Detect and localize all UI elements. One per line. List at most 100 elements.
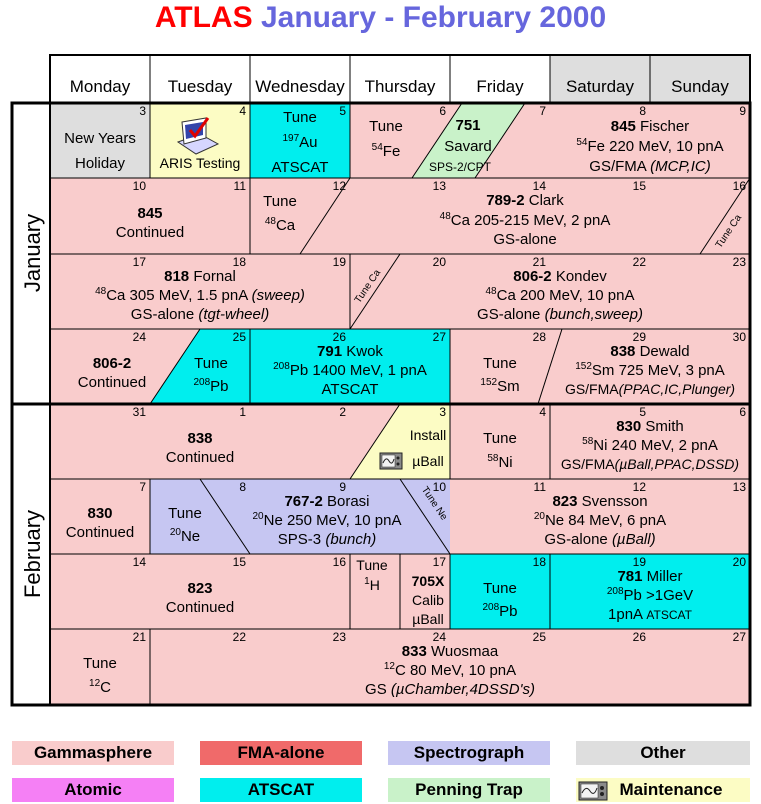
date-number: 3 [139, 104, 146, 118]
date-number: 26 [333, 330, 347, 344]
event-block-tune-au [250, 103, 350, 178]
event-838-beam: 152Sm 725 MeV, 3 pnA [575, 361, 725, 379]
event-block-830 [550, 404, 750, 479]
event-aris-label: ARIS Testing [160, 155, 241, 171]
event-705x-line3: µBall [412, 611, 443, 627]
event-block-tune-ne-20 [150, 479, 250, 554]
date-number: 9 [339, 480, 346, 494]
event-block-806 [350, 254, 750, 329]
date-number: 26 [633, 630, 647, 644]
event-install-line2: µBall [412, 453, 443, 469]
event-block-791 [250, 329, 450, 404]
event-705x-number: 705X [412, 573, 445, 589]
page-title: ATLAS January - February 2000 [0, 0, 761, 36]
event-838-cont-label: Continued [166, 449, 234, 466]
event-791-beam: 208Pb 1400 MeV, 1 pnA [273, 361, 427, 379]
event-806-setup: GS-alone (bunch,sweep) [477, 306, 643, 323]
event-block-818 [50, 254, 350, 329]
event-tune-ca48-line1: Tune [263, 193, 297, 210]
date-number: 9 [739, 104, 746, 118]
event-tune-h-line1: Tune [356, 557, 388, 573]
event-833-title: 833 Wuosmaa [402, 643, 499, 660]
event-holiday-line2: Holiday [75, 155, 126, 172]
event-tune-au-line1: Tune [283, 109, 317, 126]
event-tune-fe-line1: Tune [369, 118, 403, 135]
date-number: 13 [733, 480, 747, 494]
date-number: 25 [233, 330, 247, 344]
legend-maintenance: Maintenance [576, 778, 750, 802]
event-block-tune-pb [150, 329, 250, 404]
event-tune-c-line1: Tune [83, 655, 117, 672]
event-block-install [350, 404, 450, 479]
event-block-767 [200, 479, 450, 554]
header-cell-friday [449, 54, 551, 104]
event-block-tune-c [50, 629, 150, 705]
event-818-title: 818 Fornal [164, 268, 236, 285]
event-block-tune-ni [450, 404, 550, 479]
event-818-beam: 48Ca 305 MeV, 1.5 pnA (sweep) [95, 286, 305, 304]
event-789-title: 789-2 Clark [486, 192, 564, 209]
event-781-title: 781 Miller [617, 568, 682, 585]
date-number: 23 [333, 630, 347, 644]
event-845-beam: 54Fe 220 MeV, 10 pnA [576, 137, 723, 155]
date-number: 4 [239, 104, 246, 118]
event-806-beam: 48Ca 200 MeV, 10 pnA [485, 286, 634, 304]
event-751-number: 751 [455, 117, 480, 134]
date-number: 21 [533, 255, 547, 269]
date-number: 20 [433, 255, 447, 269]
date-number: 13 [433, 179, 447, 193]
date-number: 27 [433, 330, 447, 344]
event-791-setup: ATSCAT [322, 381, 379, 398]
date-number: 31 [133, 405, 147, 419]
date-number: 17 [433, 555, 447, 569]
date-number: 27 [733, 630, 747, 644]
legend-atomic: Atomic [12, 778, 174, 802]
event-block-823 [450, 479, 750, 554]
legend-fma-alone: FMA-alone [200, 741, 362, 765]
date-number: 7 [539, 104, 546, 118]
date-number: 11 [534, 480, 547, 494]
date-number: 19 [333, 255, 347, 269]
event-block-845 [475, 103, 750, 178]
day-thursday: Thursday [365, 77, 436, 96]
event-823-title: 823 Svensson [552, 493, 647, 510]
date-number: 5 [639, 405, 646, 419]
header-cell-sunday [649, 54, 751, 104]
month-label-february: February [20, 510, 45, 598]
event-block-838 [538, 329, 750, 404]
day-friday: Friday [476, 77, 524, 96]
event-block-781 [550, 554, 750, 629]
date-number: 28 [533, 330, 547, 344]
date-number: 29 [633, 330, 647, 344]
event-838-cont-number: 838 [187, 430, 212, 447]
date-number: 8 [639, 104, 646, 118]
date-number: 22 [233, 630, 247, 644]
date-number: 5 [339, 104, 346, 118]
event-830-setup: GS/FMA(µBall,PPAC,DSSD) [561, 456, 739, 472]
date-number: 4 [539, 405, 546, 419]
legend-gammasphere: Gammasphere [12, 741, 174, 765]
event-block-838-cont [50, 404, 400, 479]
event-tune-sm-isotope: 152Sm [480, 377, 519, 395]
event-818-setup: GS-alone (tgt-wheel) [131, 306, 269, 323]
event-789-beam: 48Ca 205-215 MeV, 2 pnA [440, 211, 611, 229]
date-number: 8 [239, 480, 246, 494]
event-texts: New Years Holiday ARIS Testing Tune 197A… [64, 109, 744, 698]
weekday-header: Monday Tuesday Wednesday Thursday Friday… [49, 54, 751, 104]
event-823-beam: 20Ne 84 MeV, 6 pnA [534, 511, 666, 529]
event-767-title: 767-2 Borasi [284, 493, 369, 510]
event-751-line3: SPS-2/CPT [429, 160, 492, 174]
header-cell-saturday [549, 54, 651, 104]
date-number: 24 [133, 330, 147, 344]
date-number: 16 [333, 555, 347, 569]
event-845-cont-number: 845 [137, 205, 162, 222]
event-block-751 [412, 103, 525, 178]
event-block-tune-h [350, 554, 400, 629]
event-830-beam: 58Ni 240 MeV, 2 pnA [582, 436, 718, 454]
date-number: 7 [139, 480, 146, 494]
date-number: 6 [439, 104, 446, 118]
event-823-setup: GS-alone (µBall) [544, 531, 655, 548]
month-label-january: January [20, 214, 45, 292]
event-767-setup: SPS-3 (bunch) [278, 531, 376, 548]
